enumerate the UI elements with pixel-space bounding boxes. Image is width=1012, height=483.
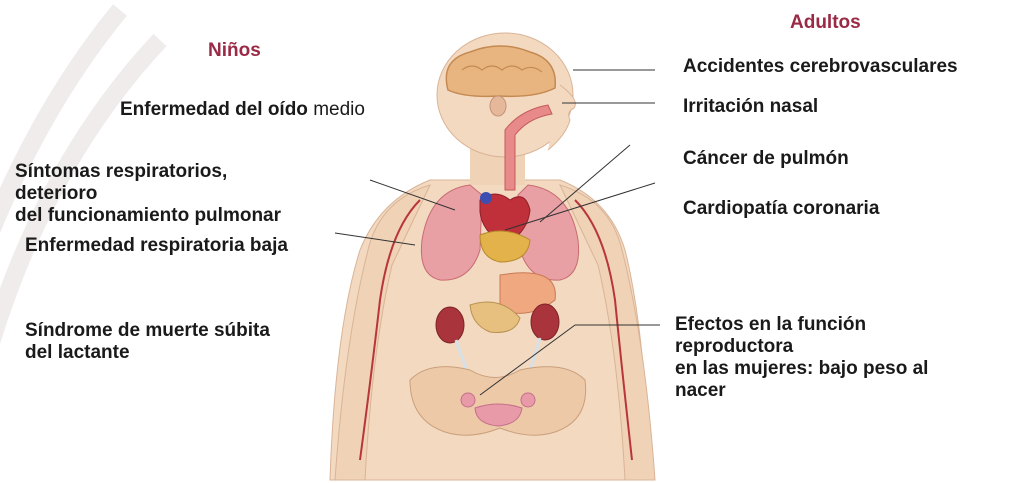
sids-line-2: del lactante [25, 342, 270, 364]
reproductive-line-1: Efectos en la función [675, 314, 928, 336]
label-stroke: Accidentes cerebrovasculares [683, 56, 958, 78]
label-reproductive-effects: Efectos en la función reproductora en la… [675, 314, 928, 402]
respiratory-line-3: del funcionamiento pulmonar [15, 205, 281, 227]
kidney-right [531, 304, 559, 340]
adults-heading: Adultos [790, 12, 861, 34]
label-coronary-disease: Cardiopatía coronaria [683, 198, 879, 220]
respiratory-line-1: Síntomas respiratorios, [15, 161, 281, 183]
label-lung-cancer: Cáncer de pulmón [683, 148, 849, 170]
respiratory-line-2: deterioro [15, 183, 281, 205]
label-ear-disease-bold: Enfermedad del oído [120, 99, 308, 120]
label-nasal-irritation: Irritación nasal [683, 96, 818, 118]
reproductive-line-4: nacer [675, 380, 928, 402]
children-heading: Niños [208, 40, 261, 62]
label-ear-disease-regular: medio [308, 99, 365, 120]
label-sids: Síndrome de muerte súbita del lactante [25, 320, 270, 364]
label-lower-respiratory: Enfermedad respiratoria baja [25, 235, 288, 257]
reproductive-line-3: en las mujeres: bajo peso al [675, 358, 928, 380]
reproductive-line-2: reproductora [675, 336, 928, 358]
label-respiratory-symptoms: Síntomas respiratorios, deterioro del fu… [15, 161, 281, 227]
sids-line-1: Síndrome de muerte súbita [25, 320, 270, 342]
ear [490, 96, 506, 116]
label-ear-disease: Enfermedad del oído medio [120, 99, 365, 121]
kidney-left [436, 307, 464, 343]
